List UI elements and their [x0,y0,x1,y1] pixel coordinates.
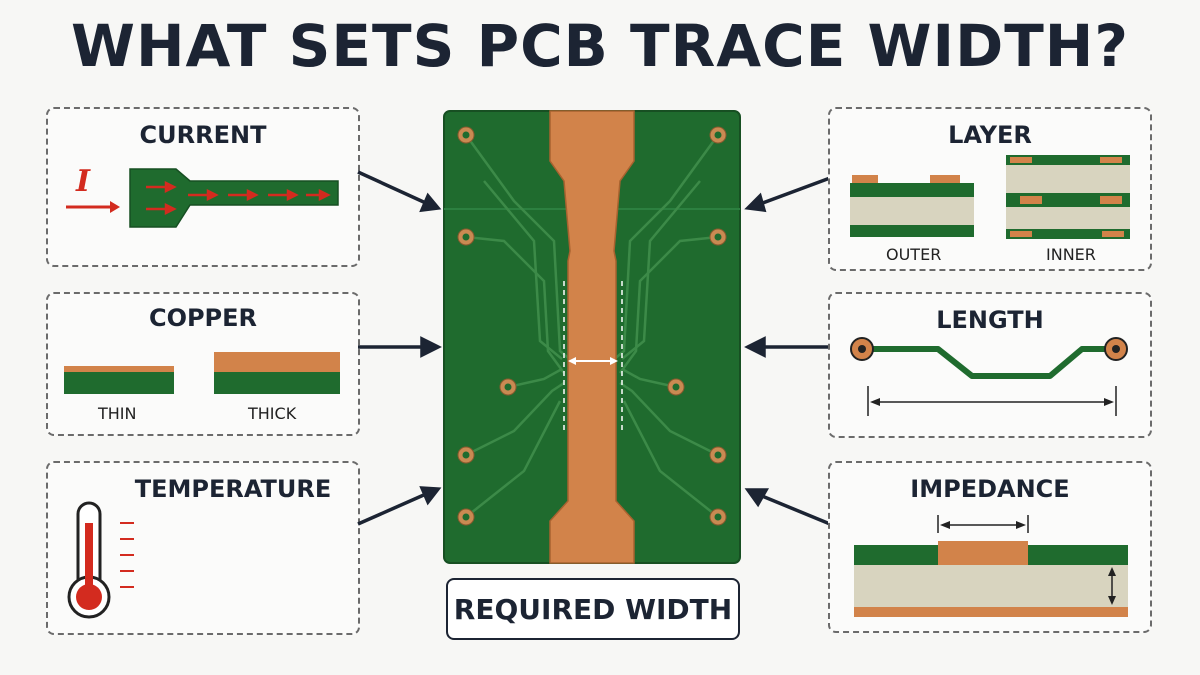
required-width-label: REQUIRED WIDTH [446,578,740,640]
pcb-board [443,110,741,564]
temperature-panel-title: TEMPERATURE [134,475,332,503]
layer-stackup-illustration [850,155,1130,239]
impedance-stackup-illustration [854,515,1128,617]
copper-thickness-illustration [64,352,340,394]
current-panel-title: CURRENT [139,121,267,149]
layer-outer-label: OUTER [886,245,942,264]
layer-panel: LAYER OUTER INNER [828,107,1152,271]
length-panel: LENGTH [828,292,1152,438]
current-panel: CURRENT I [46,107,360,267]
layer-panel-title: LAYER [948,121,1032,149]
current-flow-illustration: I [66,164,339,228]
length-panel-title: LENGTH [936,306,1044,334]
impedance-panel-title: IMPEDANCE [910,475,1070,503]
length-trace-illustration [850,337,1128,416]
main-trace [549,110,635,564]
temperature-panel: TEMPERATURE [46,461,360,635]
current-symbol: I [75,164,91,199]
copper-thin-label: THIN [98,404,137,423]
impedance-panel: IMPEDANCE [828,461,1152,633]
copper-thick-label: THICK [248,404,297,423]
copper-panel: COPPER THIN THICK [46,292,360,436]
copper-panel-title: COPPER [148,304,258,332]
layer-inner-label: INNER [1046,245,1096,264]
page-title: WHAT SETS PCB TRACE WIDTH? [71,12,1129,80]
thermometer-icon [67,501,134,619]
